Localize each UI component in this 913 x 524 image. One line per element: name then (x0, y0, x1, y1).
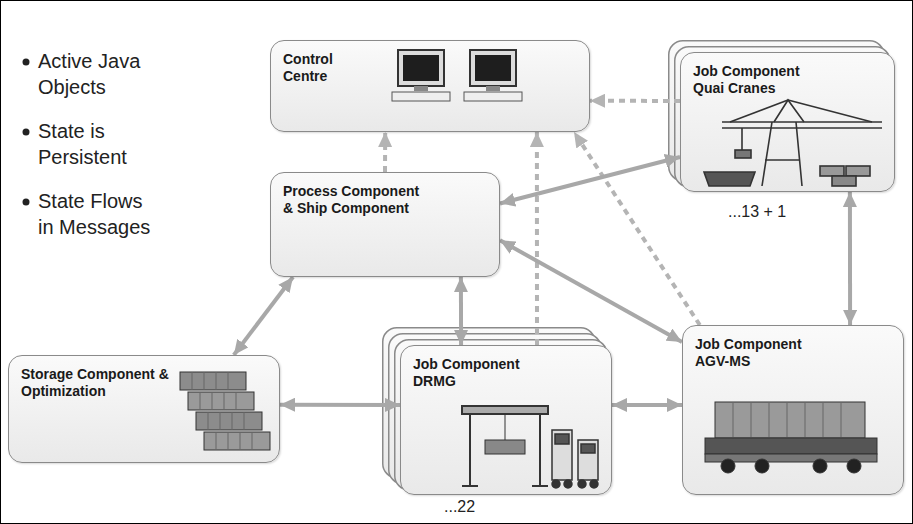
straddle-carrier-icon (578, 440, 598, 480)
dashed-arrow (590, 99, 680, 103)
gantry-crane-icon (462, 406, 548, 486)
box-title: Process Component & Ship Component (283, 183, 433, 217)
straddle-carrier-icon (581, 444, 595, 453)
note-text: State Flows in Messages (38, 188, 173, 240)
bullet-dot (23, 59, 30, 206)
crane-icon (722, 127, 882, 129)
computer-icon (392, 92, 450, 101)
message-arrow (280, 403, 400, 407)
container-stack-icon (196, 412, 262, 430)
message-arrow (848, 192, 852, 325)
message-arrow (459, 277, 463, 345)
dashed-arrow (383, 132, 387, 172)
container-stack-icon (188, 392, 254, 410)
agv-vehicle-icon (705, 438, 877, 454)
bullet-dot (23, 199, 30, 206)
straddle-carrier-icon (552, 430, 598, 488)
computer-icon (403, 55, 439, 81)
straddle-carrier-icon (555, 434, 569, 444)
process-box: Process Component & Ship Component (270, 172, 500, 277)
gantry-crane-icon (505, 414, 506, 440)
agv-vehicle-icon (755, 459, 769, 473)
agv-vehicle-icon (705, 402, 877, 473)
message-arrow (500, 157, 680, 204)
computer-icon (398, 50, 444, 86)
box-title: Job Component AGV-MS (695, 336, 815, 370)
straddle-carrier-icon (590, 480, 598, 488)
gantry-crane-icon (539, 410, 541, 486)
box-title: Storage Component & Optimization (21, 366, 171, 400)
gantry-crane-icon (469, 410, 471, 486)
container-stack-icon (204, 432, 270, 450)
crane-icon (722, 121, 882, 123)
crane-icon (704, 100, 882, 186)
agv-vehicle-icon (813, 459, 827, 473)
agv-vehicle-icon (733, 402, 841, 438)
agv-vehicle-icon (847, 459, 861, 473)
crane-icon (730, 100, 788, 122)
box-title: Job Component Quai Cranes (693, 63, 813, 97)
straddle-carrier-icon (552, 430, 572, 480)
count-label: ...13 + 1 (728, 202, 786, 221)
gantry-crane-icon (485, 440, 525, 454)
dashed-arrow (535, 132, 539, 345)
crane-icon (735, 150, 751, 158)
note-text: State is Persistent (38, 118, 173, 170)
note-text: Active Java Objects (38, 48, 173, 100)
crane-icon (788, 100, 872, 122)
container-stack-icon (192, 372, 252, 450)
container-stack-icon (180, 372, 270, 450)
crane-icon (704, 172, 755, 186)
box-title: Control Centre (283, 51, 367, 85)
computer-icon (470, 50, 516, 86)
count-label: ...22 (444, 497, 475, 516)
crane-icon (796, 122, 802, 186)
gantry-crane-icon (462, 406, 548, 414)
message-arrow (612, 403, 682, 407)
straddle-carrier-icon (578, 480, 586, 488)
computer-icon (486, 86, 500, 91)
crane-icon (832, 176, 856, 186)
agv-vehicle-icon (721, 459, 735, 473)
bullet-dot (23, 59, 30, 66)
crane-icon (846, 166, 870, 176)
straddle-carrier-icon (564, 480, 572, 488)
gantry-crane-icon (532, 485, 548, 487)
crane-icon (762, 122, 772, 186)
straddle-carrier-icon (552, 480, 560, 488)
agv-vehicle-icon (715, 402, 865, 438)
computer-icon (464, 92, 522, 101)
bullet-dot (23, 129, 30, 136)
computer-icon (414, 86, 428, 91)
computer-icon (475, 55, 511, 81)
container-stack-icon (180, 372, 246, 390)
crane-icon (820, 166, 844, 176)
crane-icon (741, 128, 743, 150)
computer-icon (392, 50, 522, 101)
message-arrow (234, 277, 293, 355)
message-arrow (500, 240, 682, 342)
box-title: Job Component DRMG (413, 356, 533, 390)
gantry-crane-icon (462, 485, 478, 487)
crane-icon (765, 159, 800, 161)
